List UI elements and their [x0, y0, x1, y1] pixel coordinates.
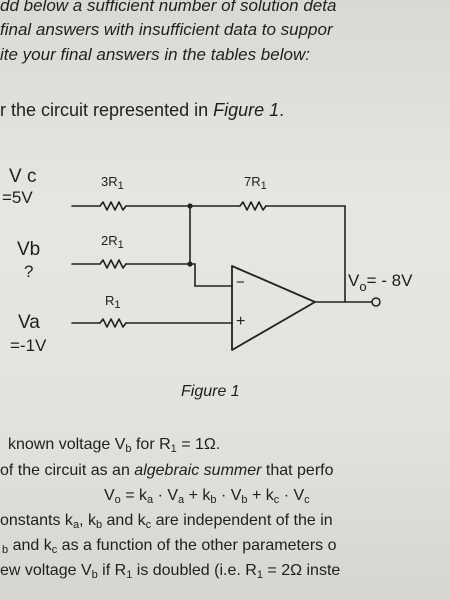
- task-line-1: known voltage Vb for R1 = 1Ω.: [8, 436, 221, 455]
- vc-label: V c: [9, 166, 37, 187]
- resistor-7r1: [239, 201, 267, 211]
- vb-value: ?: [24, 262, 34, 281]
- va-value: =-1V: [10, 336, 47, 355]
- task-line-5: ew voltage Vb if R1 is doubled (i.e. R1 …: [0, 562, 341, 581]
- opamp-minus-sign: −: [236, 274, 245, 291]
- task-line-2: of the circuit as an algebraic summer th…: [0, 462, 334, 479]
- resistor-r1: [99, 318, 127, 328]
- label-7r1: 7R1: [244, 174, 267, 192]
- figure-caption: Figure 1: [181, 383, 240, 400]
- task-line-3: onstants ka, kb and kc are independent o…: [0, 512, 333, 531]
- resistor-3r1: [99, 201, 127, 211]
- output-label: Vo= - 8V: [348, 271, 413, 294]
- task-line-4: b and kc as a function of the other para…: [2, 537, 337, 556]
- header-line-1: dd below a sufficient number of solution…: [0, 0, 337, 15]
- vc-value: =5V: [2, 188, 33, 207]
- op-amp: [231, 265, 316, 351]
- resistor-2r1: [99, 259, 127, 269]
- question-suffix: .: [279, 100, 285, 120]
- header-line-2: final answers with insufficient data to …: [0, 20, 333, 39]
- label-3r1: 3R1: [101, 174, 124, 192]
- circuit-diagram: [71, 201, 381, 351]
- summer-equation: Vo = ka · Va + kb · Vb + kc · Vc: [104, 487, 310, 506]
- question-line: r the circuit represented in Figure 1.: [0, 100, 284, 121]
- header-line-3: ite your final answers in the tables bel…: [0, 45, 310, 64]
- label-r1: R1: [105, 293, 121, 311]
- va-label: Va: [18, 312, 40, 333]
- opamp-plus-sign: +: [236, 313, 246, 330]
- question-figure-ref: Figure 1: [213, 100, 280, 120]
- vb-label: Vb: [17, 239, 41, 260]
- node-mid: [187, 261, 193, 267]
- label-2r1: 2R1: [101, 233, 124, 251]
- node-top: [187, 203, 193, 209]
- output-terminal: [371, 297, 381, 307]
- question-prefix: r the circuit represented in: [0, 100, 214, 120]
